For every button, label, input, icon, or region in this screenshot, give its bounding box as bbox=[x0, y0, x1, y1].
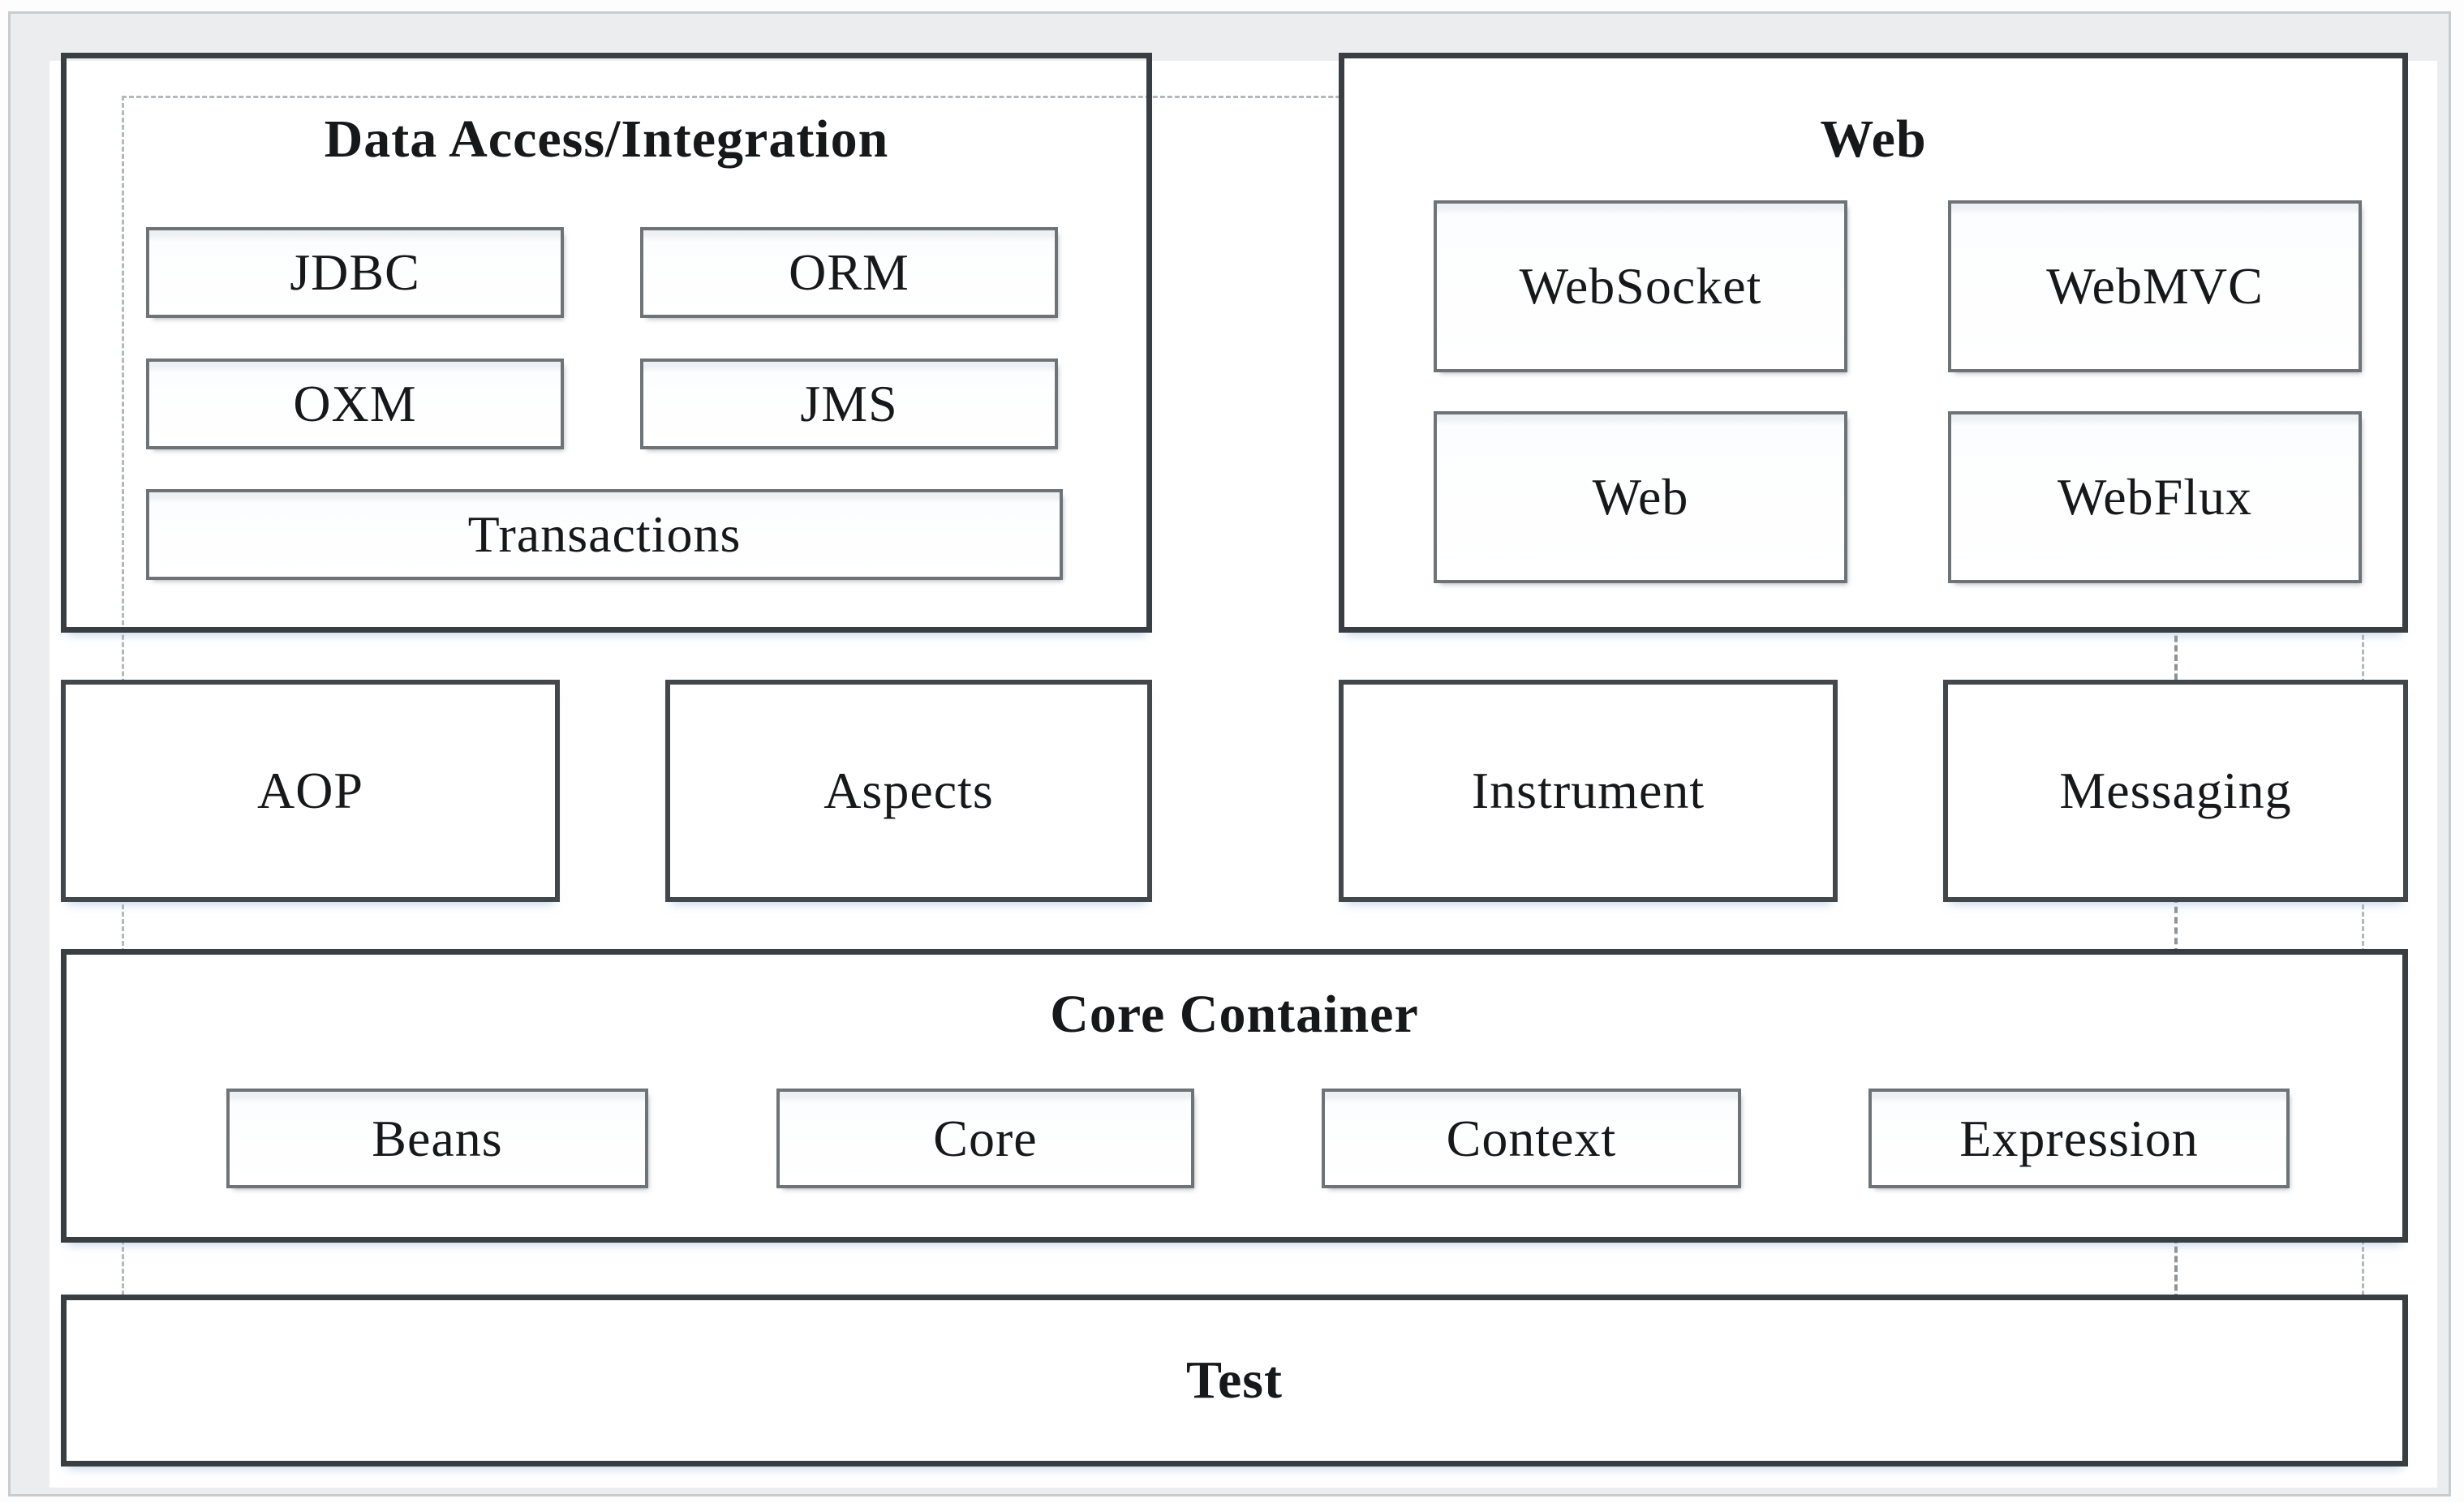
section-test: Test bbox=[61, 1295, 2408, 1466]
module-websocket: WebSocket bbox=[1434, 200, 1847, 372]
module-transactions: Transactions bbox=[146, 489, 1063, 580]
section-data-access-integration: Data Access/Integration JDBC ORM OXM JMS… bbox=[61, 53, 1152, 633]
module-web: Web bbox=[1434, 411, 1847, 583]
module-oxm: OXM bbox=[146, 359, 564, 449]
dashed-fold-line-middle bbox=[2174, 896, 2178, 955]
module-instrument: Instrument bbox=[1339, 680, 1838, 902]
module-jms: JMS bbox=[640, 359, 1058, 449]
module-expression: Expression bbox=[1868, 1089, 2290, 1188]
section-core-container: Core Container Beans Core Context Expres… bbox=[61, 949, 2408, 1243]
module-webflux: WebFlux bbox=[1948, 411, 2362, 583]
section-title-data-access-integration: Data Access/Integration bbox=[324, 110, 889, 169]
module-aop: AOP bbox=[61, 680, 560, 902]
module-orm: ORM bbox=[640, 227, 1058, 318]
module-context: Context bbox=[1322, 1089, 1741, 1188]
section-title-test: Test bbox=[1186, 1351, 1283, 1410]
section-title-core-container: Core Container bbox=[1050, 985, 1419, 1044]
module-jdbc: JDBC bbox=[146, 227, 564, 318]
module-messaging: Messaging bbox=[1943, 680, 2408, 902]
section-title-web: Web bbox=[1820, 110, 1927, 169]
dashed-fold-line-top bbox=[2174, 626, 2178, 689]
dashed-fold-line-bottom bbox=[2174, 1237, 2178, 1300]
module-beans: Beans bbox=[226, 1089, 648, 1188]
section-web: Web WebSocket WebMVC Web WebFlux bbox=[1339, 53, 2408, 633]
module-aspects: Aspects bbox=[665, 680, 1152, 902]
module-webmvc: WebMVC bbox=[1948, 200, 2362, 372]
module-core: Core bbox=[776, 1089, 1194, 1188]
